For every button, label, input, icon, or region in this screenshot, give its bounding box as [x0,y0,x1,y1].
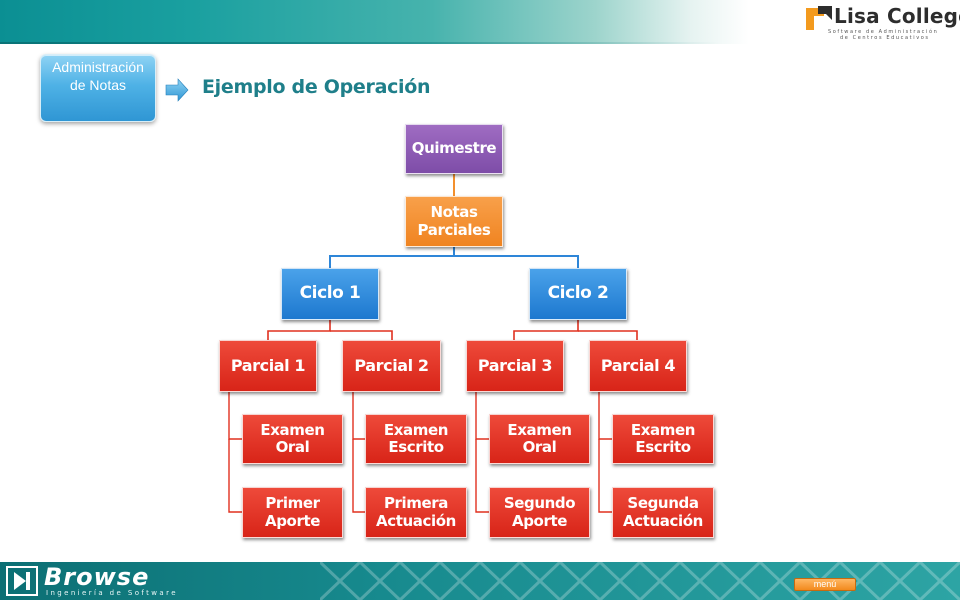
logo-subtitle-line-1: Software de Administración [828,29,939,35]
node-parcial-4-examen-escrito: Examen Escrito [612,414,714,464]
node-parcial-2-primera-actuacion: Primera Actuación [365,487,467,538]
node-parcial-2-examen-escrito: Examen Escrito [365,414,467,464]
browse-brand: Browse [44,563,150,591]
node-parcial-3: Parcial 3 [466,340,564,392]
node-quimestre: Quimestre [405,124,503,174]
node-ciclo-1: Ciclo 1 [281,268,379,320]
node-parcial-4-segunda-actuacion: Segunda Actuación [612,487,714,538]
logo-subtitle-line-2: de Centros Educativos [840,35,930,41]
arrow-right-icon [165,78,189,102]
logo-title: Lisa College [834,4,960,28]
node-parcial-4: Parcial 4 [589,340,687,392]
section-button-administracion-notas[interactable]: Administración de Notas [40,54,156,122]
node-parcial-1-primer-aporte: Primer Aporte [242,487,343,538]
node-parcial-3-segundo-aporte: Segundo Aporte [489,487,590,538]
header-band [0,0,960,44]
node-notas-parciales: Notas Parciales [405,196,503,247]
browse-tagline: Ingeniería de Software [46,589,178,597]
lisa-college-logo-icon [806,6,832,30]
node-parcial-3-examen-oral: Examen Oral [489,414,590,464]
node-parcial-1-examen-oral: Examen Oral [242,414,343,464]
page-title: Ejemplo de Operación [202,76,431,98]
menu-button[interactable]: menú [794,578,856,591]
node-parcial-2: Parcial 2 [342,340,441,392]
footer-pattern [320,562,960,600]
node-parcial-1: Parcial 1 [219,340,317,392]
node-ciclo-2: Ciclo 2 [529,268,627,320]
browse-logo-icon [6,566,38,596]
lisa-college-logo: Lisa College Software de Administración … [804,2,960,42]
